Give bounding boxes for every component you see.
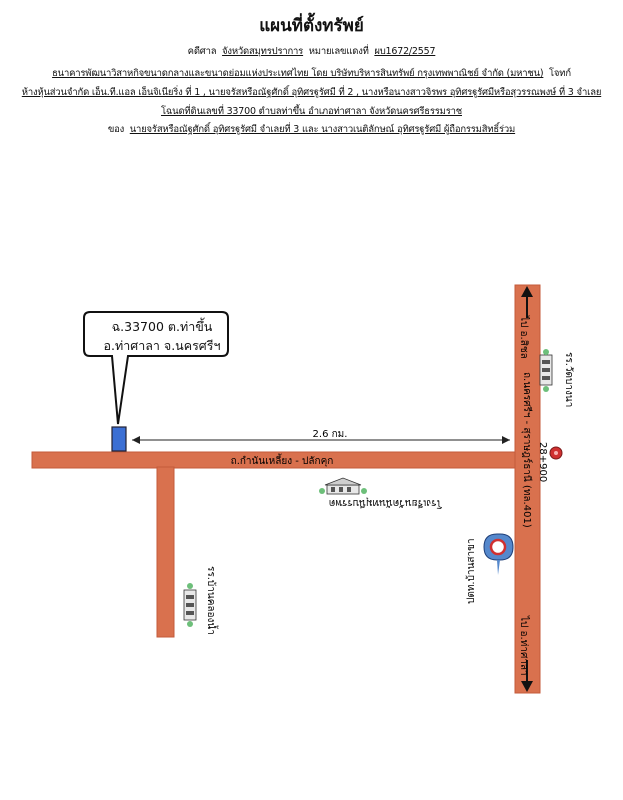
- defendant-line: ห้างหุ้นส่วนจำกัด เอ็น.ที.แอล เอ็นจิเนีย…: [0, 85, 623, 100]
- roads: [31, 284, 541, 694]
- case-line: คดีศาล จังหวัดสมุทรปราการ หมายเลขแดงที่ …: [0, 44, 623, 59]
- highway-arrow-down: [521, 660, 533, 692]
- plaintiff-line: ธนาคารพัฒนาวิสาหกิจขนาดกลางและขนาดย่อมแห…: [0, 66, 623, 81]
- km-marker-label: 28+900: [537, 442, 548, 482]
- owner-prefix: ของ: [107, 124, 125, 135]
- main-road-label: ถ.นครศรีฯ - สุราษฎร์ธานี (ทล.401): [521, 372, 533, 528]
- side-road: [156, 466, 175, 638]
- to-thasala-label: ไป อ.ท่าศาลา: [518, 615, 530, 676]
- gas-station-label: ปตท.บ้านสาขา: [465, 538, 477, 604]
- school-left-label: รร.บ้านคลองน้ำ: [205, 566, 219, 635]
- to-sichon-label: ไป อ.สิชล: [518, 315, 530, 359]
- callout-line-1: ฉ.33700 ต.ท่าขึ้น: [111, 319, 213, 334]
- plaintiff-name: ธนาคารพัฒนาวิสาหกิจขนาดกลางและขนาดย่อมแห…: [52, 68, 544, 79]
- parcel-marker: [111, 426, 127, 452]
- plaintiff-role: โจทก์: [549, 68, 571, 79]
- distance-label: 2.6 กม.: [313, 429, 348, 440]
- callout-line-2: อ.ท่าศาลา จ.นครศรีฯ: [103, 338, 221, 353]
- school-left-icon: [183, 583, 197, 627]
- deed-text: โฉนดที่ดินเลขที่ 33700 ตำบลท่าขึ้น อำเภอ…: [160, 106, 462, 117]
- owner-names: นายจรัสหรือณัฐศักดิ์ อุทิศรฐูรัศมี จำเลย…: [129, 124, 516, 135]
- temple-right-label: รร.วัดบางนา: [563, 352, 574, 407]
- road-label: ถ.กำนันเหลี้ยง - ปลักคุก: [231, 453, 334, 467]
- deed-line: โฉนดที่ดินเลขที่ 33700 ตำบลท่าขึ้น อำเภอ…: [0, 104, 623, 119]
- gas-station-pin-icon: [483, 533, 514, 575]
- temple-icon: [539, 349, 553, 392]
- callout-bubble: [83, 311, 229, 425]
- owner-line: ของ นายจรัสหรือณัฐศักดิ์ อุทิศรฐูรัศมี จ…: [0, 122, 623, 137]
- km-pin-icon: [549, 446, 563, 460]
- case-mid: หมายเลขแดงที่: [308, 46, 369, 57]
- main-highway: [514, 284, 541, 694]
- school-icon: [319, 477, 367, 495]
- school-center-label: โรงเรียนวัดนันทมุนีบรรพต: [329, 497, 442, 510]
- court-name: จังหวัดสมุทรปราการ: [222, 46, 304, 57]
- case-number: ผบ1672/2557: [374, 46, 436, 57]
- case-prefix: คดีศาล: [187, 46, 217, 57]
- defendant-names: ห้างหุ้นส่วนจำกัด เอ็น.ที.แอล เอ็นจิเนีย…: [21, 87, 602, 98]
- distance-line: [132, 436, 510, 444]
- highway-arrow-up: [521, 286, 533, 318]
- page-title: แผนที่ตั้งทรัพย์: [259, 16, 364, 36]
